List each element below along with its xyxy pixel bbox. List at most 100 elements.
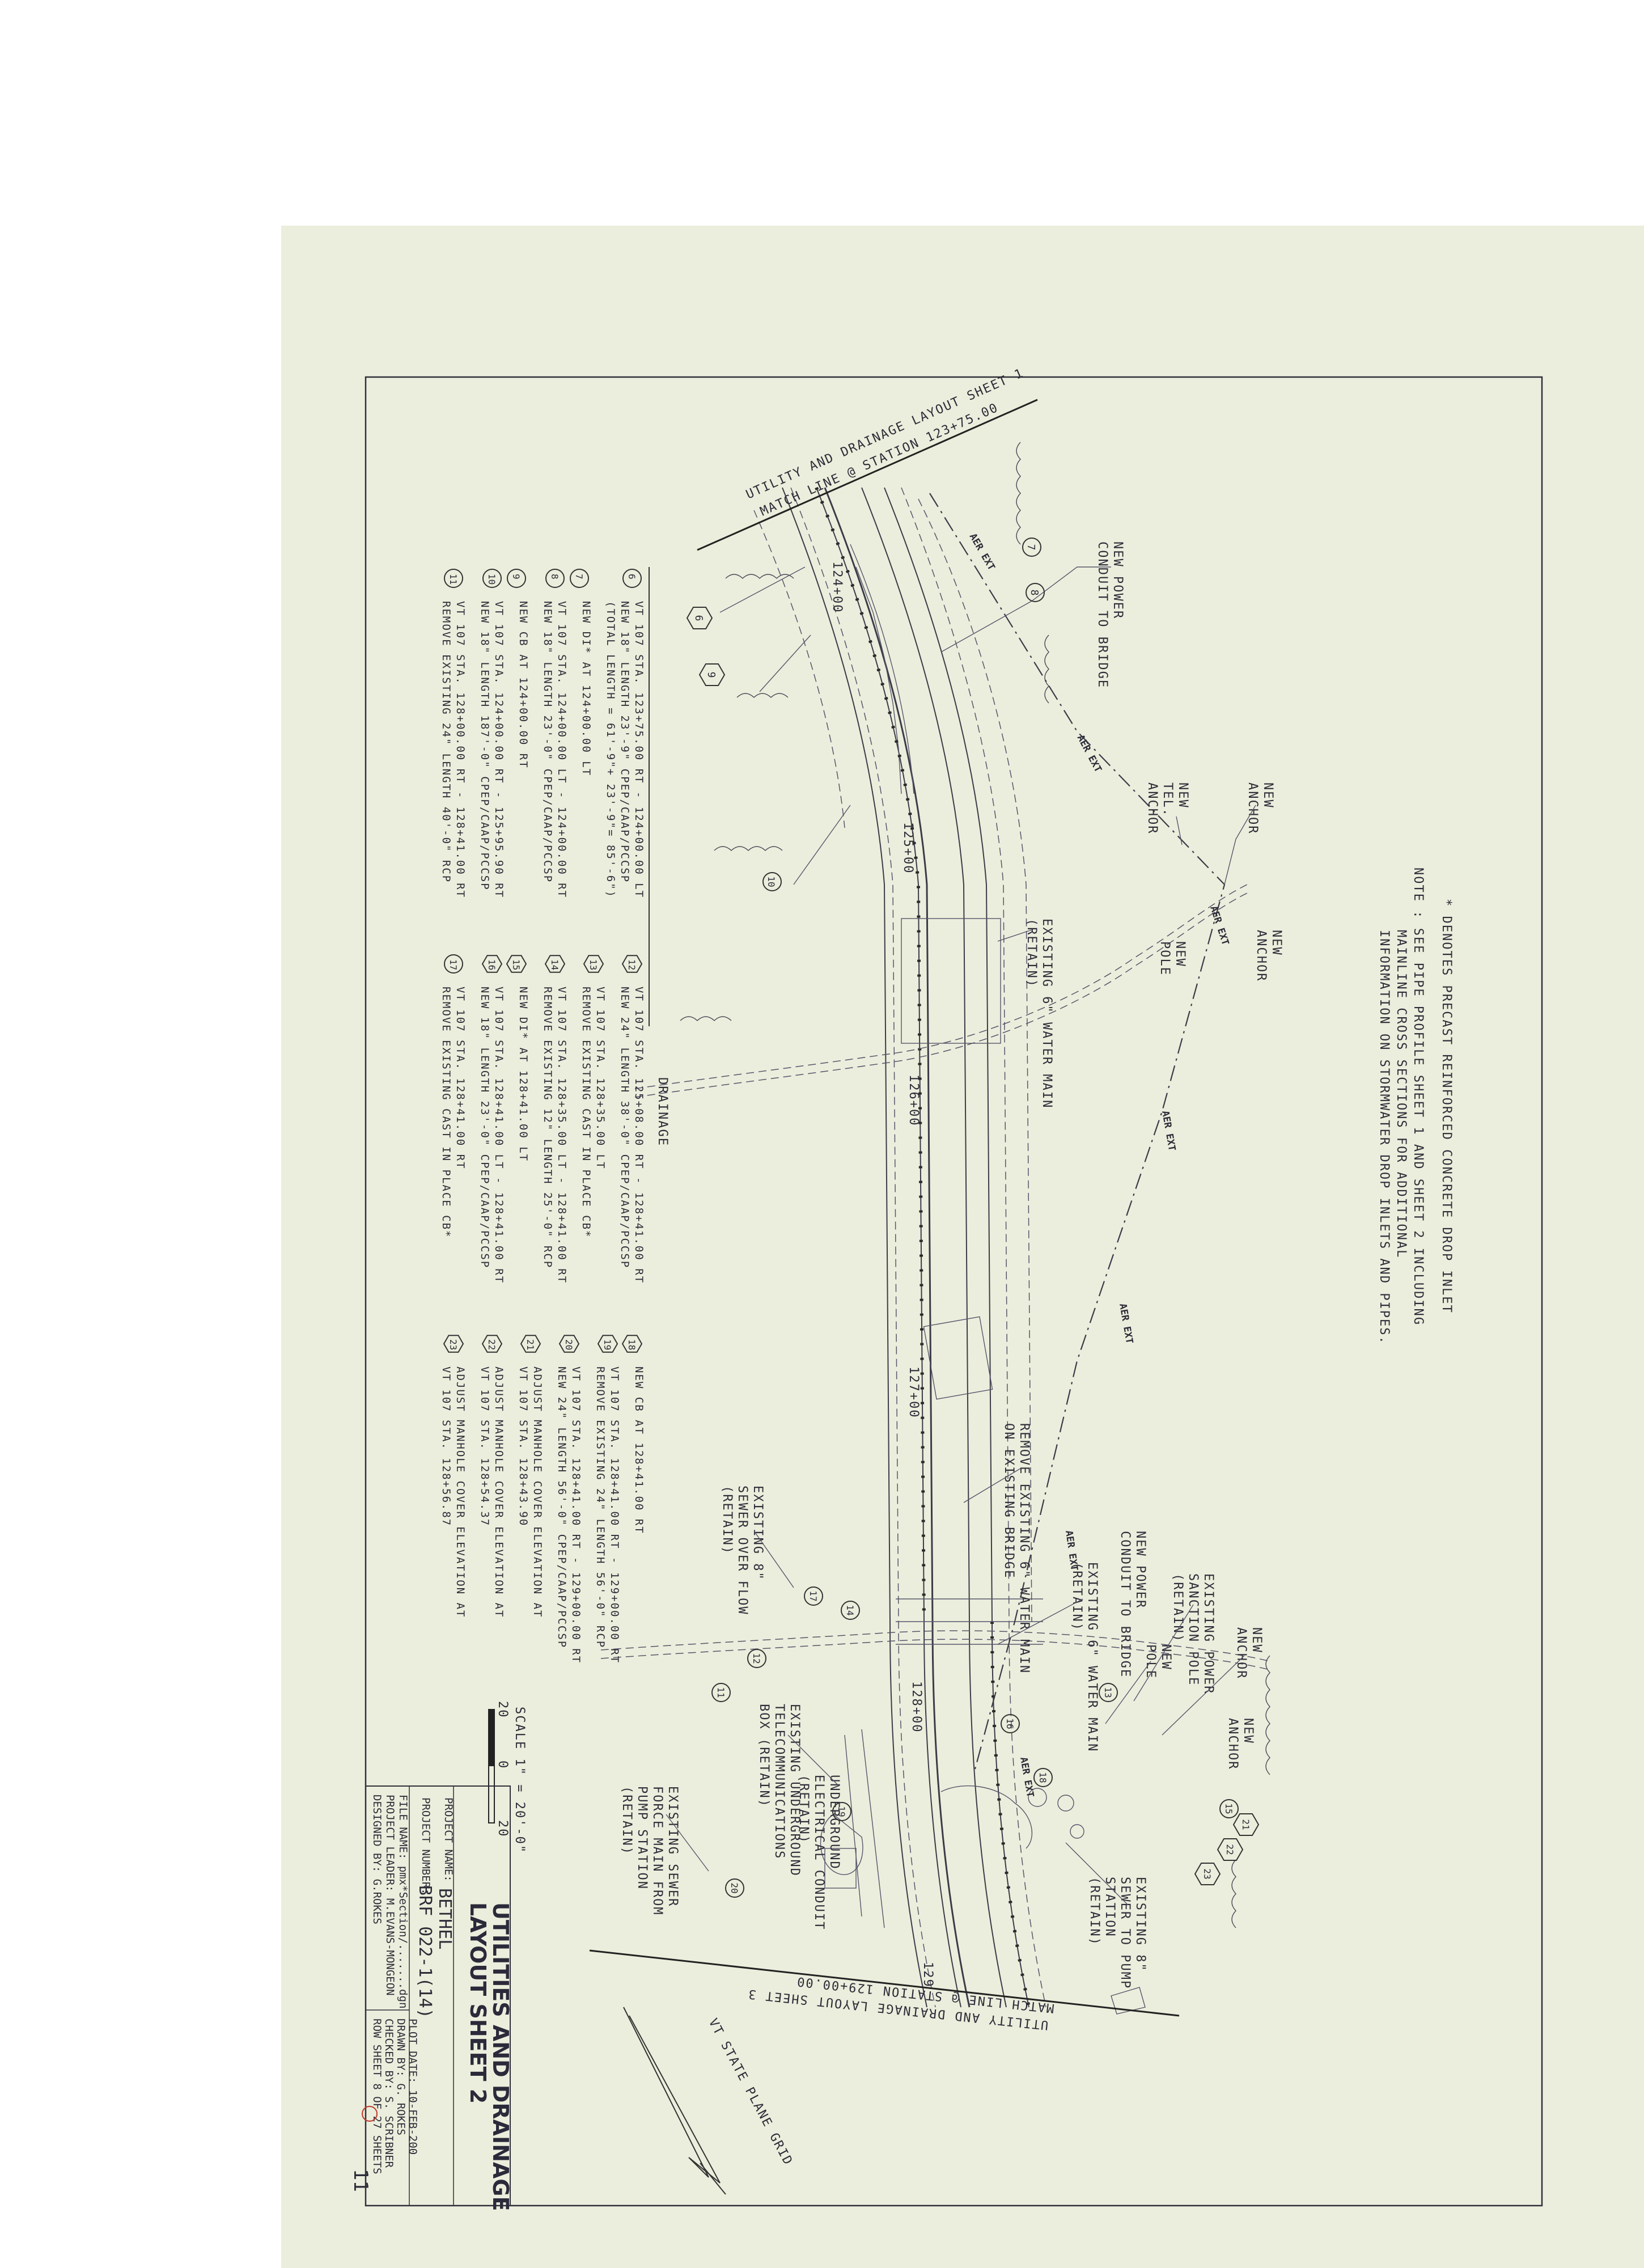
svg-text:21: 21 xyxy=(1240,1819,1251,1830)
callout-number: 22 xyxy=(486,1339,497,1350)
svg-text:AER EXT: AER EXT xyxy=(967,532,997,573)
station-labels: 124+00 125+00 126+00 127+00 128+00 129 xyxy=(830,561,935,1988)
svg-text:15: 15 xyxy=(1223,1803,1234,1814)
callout-number-badge xyxy=(621,1335,643,1353)
plan-marker-14: 14 xyxy=(841,1601,860,1620)
svg-text:AER EXT: AER EXT xyxy=(1207,904,1231,946)
svg-text:23: 23 xyxy=(1202,1868,1213,1879)
callout-number-badge xyxy=(622,569,642,588)
svg-text:AER EXT: AER EXT xyxy=(1018,1756,1036,1798)
project-number: BRF 022-1(14) xyxy=(415,1885,435,2019)
callout-number: 16 xyxy=(486,959,497,970)
note-line-2: NOTE : SEE PIPE PROFILE SHEET 1 AND SHEE… xyxy=(1411,868,1425,1326)
notes: * DENOTES PRECAST REINFORCED CONCRETE DR… xyxy=(1377,868,1454,1345)
callout-number: 23 xyxy=(448,1339,459,1350)
plan-marker-7: 7 xyxy=(1022,538,1041,557)
callout-number-badge xyxy=(507,569,526,588)
callout-number-badge xyxy=(545,569,565,588)
plan-marker-10: 10 xyxy=(762,872,782,891)
existing-water-main-label: EXISTING 6" WATER MAIN(RETAIN) xyxy=(1024,919,1054,1108)
match-lines: UTILITY AND DRAINAGE LAYOUT SHEET 1 MATC… xyxy=(589,366,1180,2032)
existing-sewer-pump-label: EXISTING 8"SEWER TO PUMPSTATION(RETAIN) xyxy=(1087,1877,1147,1989)
plot-date: PLOT DATE: 10-FEB-200 xyxy=(406,2019,419,2155)
station-label: 127+00 xyxy=(906,1366,921,1418)
callout-text: VT 107 STA. 128+41.00 LT - 128+41.00 RTN… xyxy=(478,987,505,1284)
plan-marker-22: 22 xyxy=(1217,1838,1244,1861)
callout-number-badge xyxy=(481,1335,503,1353)
remove-water-main-label: REMOVE EXISTING 6" WATER MAINON EXISTING… xyxy=(1002,1423,1031,1674)
drawn-by: DRAWN BY: G. ROKES xyxy=(395,2019,407,2135)
checked-by: CHECKED BY: S. SCRIBNER xyxy=(383,2019,395,2168)
drainage-label: DRAINAGE xyxy=(655,1077,670,1146)
svg-text:11: 11 xyxy=(715,1687,726,1698)
plan-marker-13: 13 xyxy=(1099,1683,1118,1702)
svg-text:19: 19 xyxy=(836,1806,847,1817)
callout-number: 13 xyxy=(588,959,599,970)
callout-text: ADJUST MANHOLE COVER ELEVATION ATVT 107 … xyxy=(478,1366,505,1618)
plan-marker-19: 19 xyxy=(832,1802,851,1821)
note-line-4: INFORMATION ON STORMWATER DROP INLETS AN… xyxy=(1377,930,1391,1345)
callout-number-badge xyxy=(481,955,503,973)
callout-number: 8 xyxy=(549,574,560,579)
svg-text:16: 16 xyxy=(1005,1718,1015,1729)
station-label: 129 xyxy=(921,1962,935,1988)
new-power-conduit-label-2: NEW POWERCONDUIT TO BRIDGE xyxy=(1118,1531,1147,1678)
project-name: BETHEL xyxy=(435,1888,455,1949)
callout-text: VT 107 STA. 128+35.00 LT - 128+41.00 RTR… xyxy=(541,987,568,1284)
callout-number-badge xyxy=(597,1335,618,1353)
plan-marker-6: 6 xyxy=(686,607,713,629)
callout-text: VT 107 STA. 128+35.00 LTREMOVE EXISTING … xyxy=(580,987,607,1238)
callout-text: NEW CB AT 128+41.00 RT xyxy=(633,1366,645,1534)
svg-text:20: 20 xyxy=(729,1882,740,1893)
callout-text: NEW DI* AT 128+41.00 LT xyxy=(517,987,529,1162)
svg-text:8: 8 xyxy=(1028,590,1040,596)
callout-number: 18 xyxy=(626,1339,637,1350)
callout-text: VT 107 STA. 128+41.00 RTREMOVE EXISTING … xyxy=(440,987,467,1238)
callout-text: VT 107 STA. 124+00.00 RT - 125+95.90 RTN… xyxy=(478,601,505,898)
road-plan xyxy=(753,486,1146,2015)
station-label: 125+00 xyxy=(901,822,915,874)
svg-text:AER EXT: AER EXT xyxy=(1117,1302,1135,1344)
callout-number: 20 xyxy=(563,1339,574,1350)
match-line-top-label-1: UTILITY AND DRAINAGE LAYOUT SHEET 1 xyxy=(744,366,1026,502)
svg-text:17: 17 xyxy=(808,1590,819,1601)
plan-marker-20: 20 xyxy=(725,1878,744,1898)
svg-text:AER EXT: AER EXT xyxy=(1159,1110,1177,1152)
north-arrow: VT STATE PLANE GRID xyxy=(623,2007,795,2195)
project-name-label: PROJECT NAME: xyxy=(442,1797,455,1882)
callout-text: NEW CB AT 124+00.00 RT xyxy=(517,601,529,769)
new-tel-anchor-label: NEWTEL.ANCHOR xyxy=(1145,782,1190,834)
callout-item: 6VT 107 STA. 123+75.00 RT - 124+00.00 LT… xyxy=(604,569,645,898)
existing-sewer-overflow-label: EXISTING 8"SEWER OVER FLOW(RETAIN) xyxy=(720,1486,765,1615)
svg-text:AER EXT: AER EXT xyxy=(1075,733,1104,775)
svg-text:0: 0 xyxy=(495,1761,510,1769)
streams xyxy=(600,884,1270,1670)
callout-number-badge xyxy=(570,569,589,588)
project-leader: PROJECT LEADER: M.EVANS-MONGEON xyxy=(384,1795,396,1996)
station-label: 126+00 xyxy=(906,1074,921,1126)
sheet-number: ROW SHEET 8 OF 27 SHEETS xyxy=(371,2019,383,2174)
plan-marker-12: 12 xyxy=(747,1649,766,1668)
callout-number: 15 xyxy=(511,959,522,970)
callout-text: VT 107 STA. 124+00.00 LT - 124+00.00 RTN… xyxy=(541,601,568,898)
callout-number-badge xyxy=(544,955,566,973)
svg-text:10: 10 xyxy=(766,876,777,887)
callout-text: ADJUST MANHOLE COVER ELEVATION ATVT 107 … xyxy=(440,1366,467,1618)
callout-number: 14 xyxy=(549,959,560,970)
callout-number: 7 xyxy=(574,574,584,579)
leader-lines xyxy=(666,566,1256,1906)
tree-lines xyxy=(680,442,1270,1928)
callout-number-badge xyxy=(506,955,527,973)
north-arrow-label: VT STATE PLANE GRID xyxy=(706,2016,795,2168)
new-anchor-label: NEWANCHOR xyxy=(1234,1627,1264,1679)
designed-by: DESIGNED BY: G.ROKES xyxy=(371,1795,383,1924)
callout-item: 13 VT 107 STA. 128+35.00 LTREMOVE EXISTIN… xyxy=(580,955,607,1238)
callout-text: VT 107 STA. 128+41.00 RT - 129+00.00 RTR… xyxy=(594,1366,621,1664)
